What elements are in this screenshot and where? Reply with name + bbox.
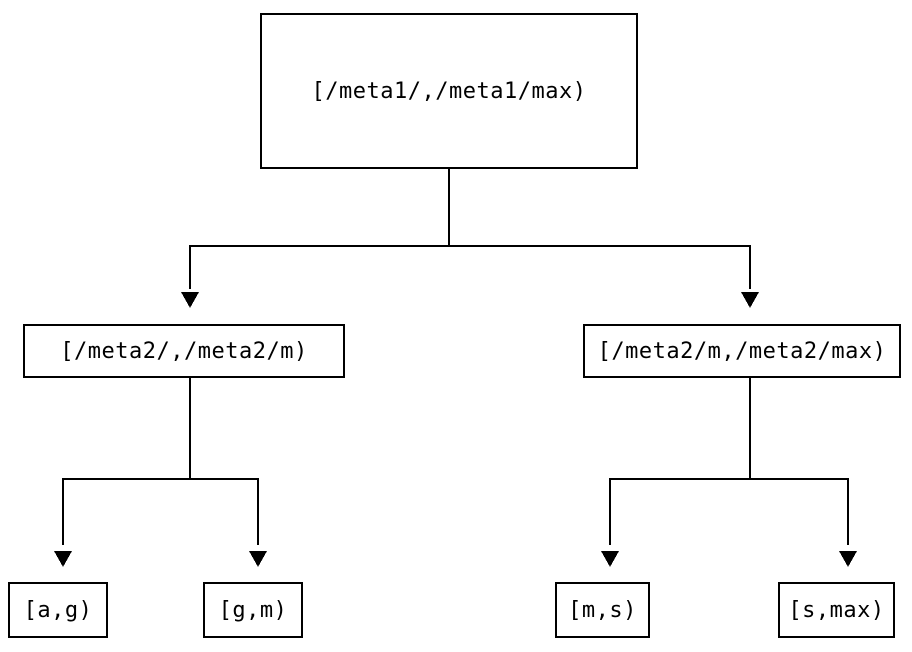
node-root-meta1-range: [/meta1/,/meta1/max)	[260, 13, 638, 169]
arrow-down-icon	[839, 551, 857, 567]
arrow-down-icon	[181, 292, 199, 308]
node-meta2-high-range: [/meta2/m,/meta2/max)	[583, 324, 901, 378]
arrow-down-icon	[601, 551, 619, 567]
node-label: [/meta2/,/meta2/m)	[60, 338, 308, 364]
node-leaf-s-max: [s,max)	[778, 582, 895, 638]
node-leaf-m-s: [m,s)	[555, 582, 650, 638]
arrow-down-icon	[741, 292, 759, 308]
node-leaf-a-g: [a,g)	[8, 582, 108, 638]
node-meta2-low-range: [/meta2/,/meta2/m)	[23, 324, 345, 378]
arrow-down-icon	[54, 551, 72, 567]
node-label: [/meta2/m,/meta2/max)	[597, 338, 887, 364]
node-label: [m,s)	[568, 597, 637, 623]
node-label: [/meta1/,/meta1/max)	[311, 78, 587, 104]
node-label: [g,m)	[218, 597, 288, 623]
arrow-down-icon	[249, 551, 267, 567]
node-leaf-g-m: [g,m)	[203, 582, 303, 638]
node-label: [a,g)	[23, 597, 93, 623]
node-label: [s,max)	[788, 597, 885, 623]
